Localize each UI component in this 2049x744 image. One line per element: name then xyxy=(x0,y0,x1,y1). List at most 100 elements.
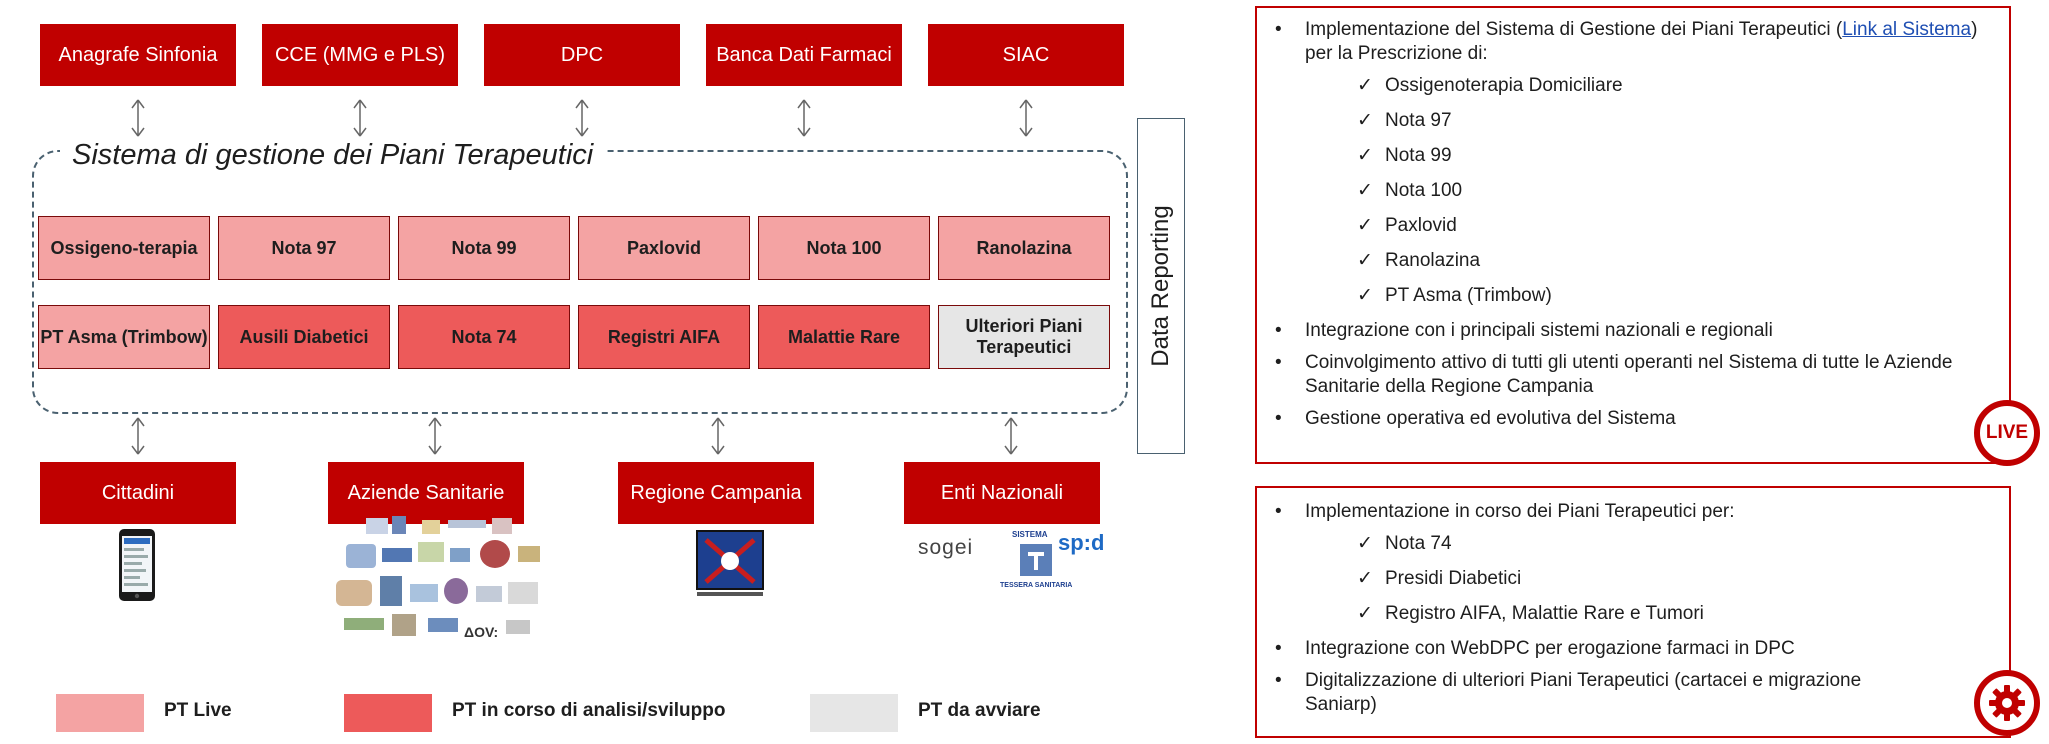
double-arrow-icon xyxy=(131,99,145,137)
pt-label: Registri AIFA xyxy=(607,326,721,347)
live-list: Implementazione del Sistema di Gestione … xyxy=(1257,18,2009,431)
check-item: ✓ Nota 100 xyxy=(1257,179,2009,203)
consumer-label: Regione Campania xyxy=(630,482,802,504)
check-icon: ✓ xyxy=(1357,285,1373,306)
check-icon: ✓ xyxy=(1357,145,1373,166)
logo xyxy=(476,586,502,602)
logo xyxy=(380,576,402,606)
list-item: Integrazione con WebDPC per erogazione f… xyxy=(1257,637,2009,661)
legend-swatch-dev xyxy=(344,694,432,732)
check-item: ✓Ranolazina xyxy=(1257,249,2009,273)
check-label: Nota 74 xyxy=(1385,533,1452,554)
logo xyxy=(444,578,468,604)
check-item: ✓ Nota 99 xyxy=(1257,144,2009,168)
logo xyxy=(518,546,540,562)
check-label: Ossigenoterapia Domiciliare xyxy=(1385,75,1623,96)
wip-list: Implementazione in corso dei Piani Terap… xyxy=(1257,500,2009,717)
consumer-cittadini: Cittadini xyxy=(40,462,236,524)
legend-label-live: PT Live xyxy=(164,700,232,721)
ts-bottom-label: TESSERA SANITARIA xyxy=(1000,582,1073,589)
system-frame xyxy=(32,150,1128,414)
pt-label: Ossigeno-terapia xyxy=(50,237,198,258)
tessera-sanitaria-logo: SISTEMA TESSERA SANITARIA xyxy=(1000,530,1080,600)
check-icon: ✓ xyxy=(1357,215,1373,236)
sogei-logo: sogei xyxy=(918,536,974,559)
smartphone-icon xyxy=(119,529,155,601)
logo xyxy=(428,618,458,632)
panel-live: Implementazione del Sistema di Gestione … xyxy=(1255,6,2011,464)
data-reporting-label: Data Reporting xyxy=(1147,205,1174,367)
logo xyxy=(492,518,512,534)
pt-label: Malattie Rare xyxy=(787,326,901,347)
legend-label-todo: PT da avviare xyxy=(918,700,1041,721)
pt-ossigenoterapia: Ossigeno-terapia xyxy=(38,216,210,280)
gear-badge xyxy=(1974,670,2040,736)
logo xyxy=(336,580,372,606)
source-label: Anagrafe Sinfonia xyxy=(58,44,218,66)
check-icon: ✓ xyxy=(1357,110,1373,131)
double-arrow-icon xyxy=(711,417,725,455)
aziende-logos-collage: ΔOV: xyxy=(336,514,550,654)
check-item: ✓Paxlovid xyxy=(1257,214,2009,238)
list-item: Gestione operativa ed evolutiva del Sist… xyxy=(1257,407,2009,431)
list-text: Implementazione del Sistema di Gestione … xyxy=(1305,19,1843,40)
consumer-label: Aziende Sanitarie xyxy=(347,482,505,504)
logo xyxy=(366,518,388,534)
legend-swatch-todo xyxy=(810,694,898,732)
logo xyxy=(450,548,470,562)
list-item: Integrazione con i principali sistemi na… xyxy=(1257,319,2009,343)
logo xyxy=(418,542,444,562)
legend-label-dev: PT in corso di analisi/sviluppo xyxy=(452,700,726,721)
spid-logo: sp:d xyxy=(1058,530,1105,555)
pt-label: Nota 74 xyxy=(451,326,517,347)
pt-label: Nota 99 xyxy=(451,237,517,258)
logo xyxy=(480,540,510,568)
check-label: Nota 97 xyxy=(1385,110,1452,131)
source-banca-dati-farmaci: Banca Dati Farmaci xyxy=(706,24,902,86)
list-item: Coinvolgimento attivo di tutti gli utent… xyxy=(1257,351,2009,399)
check-item: ✓Ossigenoterapia Domiciliare xyxy=(1257,74,2009,98)
gear-icon xyxy=(1989,685,2025,721)
double-arrow-icon xyxy=(131,417,145,455)
logo xyxy=(392,614,416,636)
system-link[interactable]: Link al Sistema xyxy=(1842,19,1972,40)
list-item: Digitalizzazione di ulteriori Piani Tera… xyxy=(1257,669,2009,717)
logo xyxy=(382,548,412,562)
double-arrow-icon xyxy=(353,99,367,137)
pt-malattie-rare: Malattie Rare xyxy=(758,305,930,369)
pt-nota-99: Nota 99 xyxy=(398,216,570,280)
list-item: Implementazione del Sistema di Gestione … xyxy=(1257,18,2009,66)
check-item: ✓ Nota 97 xyxy=(1257,109,2009,133)
double-arrow-icon xyxy=(1019,99,1033,137)
logo xyxy=(422,520,440,534)
check-icon: ✓ xyxy=(1357,180,1373,201)
logo xyxy=(506,620,530,634)
logo xyxy=(410,584,438,602)
pt-registri-aifa: Registri AIFA xyxy=(578,305,750,369)
check-label: Presidi Diabetici xyxy=(1385,568,1522,589)
double-arrow-icon xyxy=(575,99,589,137)
consumer-regione-campania: Regione Campania xyxy=(618,462,814,524)
pt-nota-100: Nota 100 xyxy=(758,216,930,280)
live-badge-label: LIVE xyxy=(1985,422,2029,443)
pt-label: Nota 97 xyxy=(271,237,337,258)
check-label: Registro AIFA, Malattie Rare e Tumori xyxy=(1385,603,1704,624)
pt-asma-trimbow: PT Asma (Trimbow) xyxy=(38,305,210,369)
pt-label: Ranolazina xyxy=(976,237,1072,258)
pt-label: PT Asma (Trimbow) xyxy=(40,326,208,347)
check-item: ✓Nota 74 xyxy=(1257,532,2009,556)
panel-in-progress: Implementazione in corso dei Piani Terap… xyxy=(1255,486,2011,738)
system-title-wrap: Sistema di gestione dei Piani Terapeutic… xyxy=(60,138,606,172)
check-label: Nota 99 xyxy=(1385,145,1452,166)
source-label: DPC xyxy=(560,44,604,66)
source-cce: CCE (MMG e PLS) xyxy=(262,24,458,86)
logo xyxy=(448,520,486,528)
pt-ulteriori-piani: Ulteriori Piani Terapeutici xyxy=(938,305,1110,369)
logo xyxy=(508,582,538,604)
pt-label: Ausili Diabetici xyxy=(239,326,369,347)
logo xyxy=(344,618,384,630)
double-arrow-icon xyxy=(797,99,811,137)
check-item: ✓Registro AIFA, Malattie Rare e Tumori xyxy=(1257,602,2009,626)
check-icon: ✓ xyxy=(1357,250,1373,271)
check-label: Nota 100 xyxy=(1385,180,1463,201)
